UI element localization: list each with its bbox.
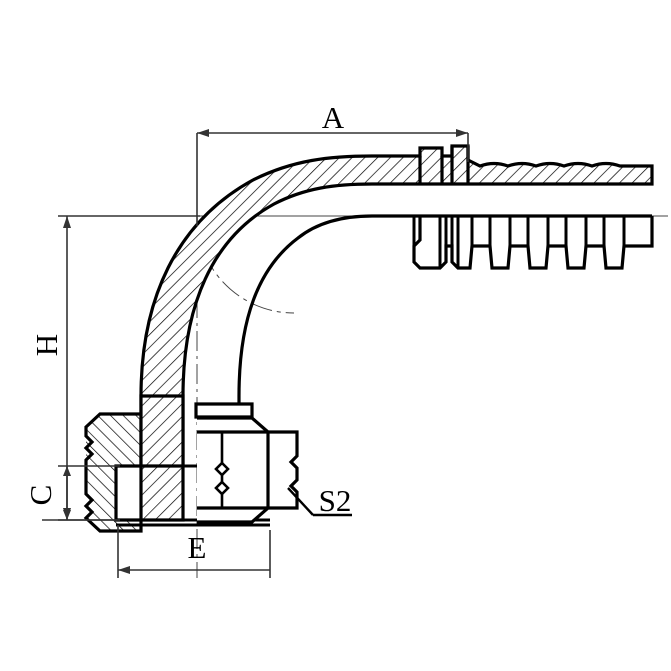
dimension-C: [42, 465, 120, 521]
dimension-A-arrow-right: [456, 129, 468, 137]
dimension-E-arrow-left: [118, 566, 130, 574]
dimension-C-arrow-top: [63, 466, 71, 476]
stem-section-hatching: [141, 396, 183, 466]
dimension-label-E: E: [188, 530, 207, 565]
barb-serrations: [412, 216, 626, 268]
dimension-A-arrow-left: [197, 129, 209, 137]
elbow-inner-bore: [237, 214, 652, 420]
callout-label-S2: S2: [319, 483, 352, 518]
dimension-label-C: C: [23, 485, 58, 506]
dimension-E: [117, 525, 271, 578]
dimension-A: [196, 129, 469, 226]
dimension-C-arrow-bottom: [63, 510, 71, 520]
nut-top-flange: [194, 402, 254, 419]
callout-S2-leader: [287, 487, 314, 516]
dimension-label-A: A: [322, 100, 345, 135]
dimension-H-arrow-top: [63, 216, 71, 228]
dimension-label-H: H: [29, 334, 64, 356]
callout-S2: [287, 487, 352, 517]
seal-marks: [214, 432, 230, 508]
hex-chamfer-lines: [197, 430, 268, 510]
